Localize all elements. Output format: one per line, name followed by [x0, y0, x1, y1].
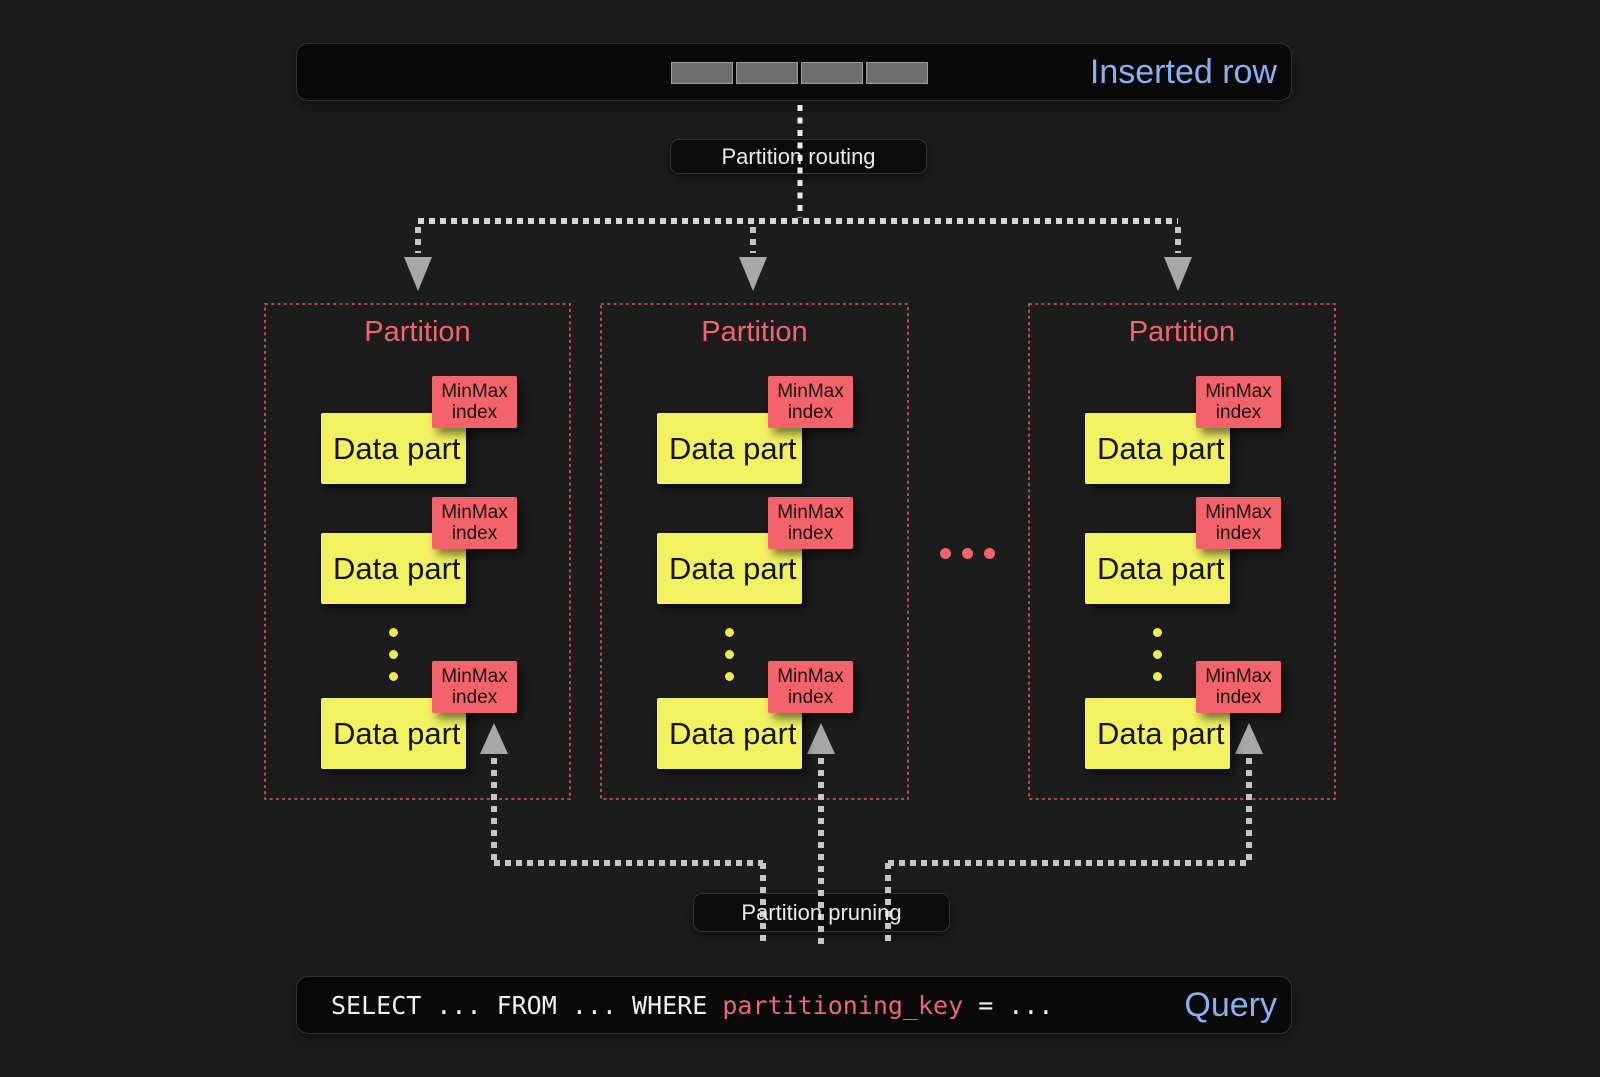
sql-query-text: SELECT ... FROM ... WHERE partitioning_k…: [331, 977, 1053, 1033]
minmax-index-badge: MinMax index: [432, 376, 517, 428]
minmax-line: index: [1215, 523, 1262, 544]
down-arrow-icon: [1164, 257, 1192, 291]
minmax-index-badge: MinMax index: [768, 661, 853, 713]
query-bar: SELECT ... FROM ... WHERE partitioning_k…: [296, 976, 1292, 1034]
minmax-index-badge: MinMax index: [432, 661, 517, 713]
minmax-line: MinMax: [441, 381, 508, 402]
minmax-line: index: [1215, 402, 1262, 423]
minmax-line: index: [451, 523, 498, 544]
minmax-line: index: [787, 523, 834, 544]
sql-after-key: = ...: [963, 990, 1054, 1020]
row-cell: [671, 62, 733, 84]
minmax-line: MinMax: [1205, 502, 1272, 523]
minmax-index-badge: MinMax index: [768, 497, 853, 549]
partition-title: Partition: [1128, 316, 1236, 348]
more-parts-dots: [389, 628, 398, 681]
minmax-index-badge: MinMax index: [1196, 497, 1281, 549]
minmax-line: MinMax: [777, 502, 844, 523]
partition-pruning-label: Partition pruning: [741, 899, 902, 925]
more-parts-dots: [725, 628, 734, 681]
row-cell: [736, 62, 798, 84]
minmax-line: MinMax: [1205, 666, 1272, 687]
query-label: Query: [1184, 985, 1277, 1024]
partition-routing-label: Partition routing: [721, 143, 876, 169]
minmax-line: MinMax: [1205, 381, 1272, 402]
minmax-index-badge: MinMax index: [1196, 661, 1281, 713]
minmax-index-badge: MinMax index: [768, 376, 853, 428]
down-arrow-icon: [739, 257, 767, 291]
sql-before-key: SELECT ... FROM ... WHERE: [331, 990, 723, 1020]
row-cell: [801, 62, 863, 84]
minmax-index-badge: MinMax index: [1196, 376, 1281, 428]
sql-partitioning-key: partitioning_key: [722, 990, 964, 1020]
minmax-line: index: [787, 687, 834, 708]
partitions-ellipsis: [940, 548, 995, 559]
row-cell: [866, 62, 928, 84]
partition-title: Partition: [364, 316, 471, 348]
minmax-line: index: [1215, 687, 1262, 708]
minmax-line: MinMax: [441, 502, 508, 523]
partition-box: Partition Data part MinMax index Data pa…: [265, 304, 570, 799]
partition-box: Partition Data part MinMax index Data pa…: [1029, 304, 1335, 799]
minmax-line: MinMax: [441, 666, 508, 687]
inserted-row-bar: Inserted row: [296, 43, 1292, 101]
partition-box: Partition Data part MinMax index Data pa…: [601, 304, 908, 799]
minmax-line: MinMax: [777, 666, 844, 687]
minmax-line: MinMax: [777, 381, 844, 402]
minmax-line: index: [451, 687, 498, 708]
partition-title: Partition: [701, 316, 808, 348]
row-cells: [671, 62, 928, 84]
minmax-line: index: [451, 402, 498, 423]
minmax-line: index: [787, 402, 834, 423]
inserted-row-label: Inserted row: [1089, 52, 1277, 91]
data-part-box: Data part: [1085, 413, 1230, 484]
more-parts-dots: [1153, 628, 1162, 681]
minmax-index-badge: MinMax index: [432, 497, 517, 549]
down-arrow-icon: [404, 257, 432, 291]
data-part-box: Data part: [1085, 533, 1230, 604]
